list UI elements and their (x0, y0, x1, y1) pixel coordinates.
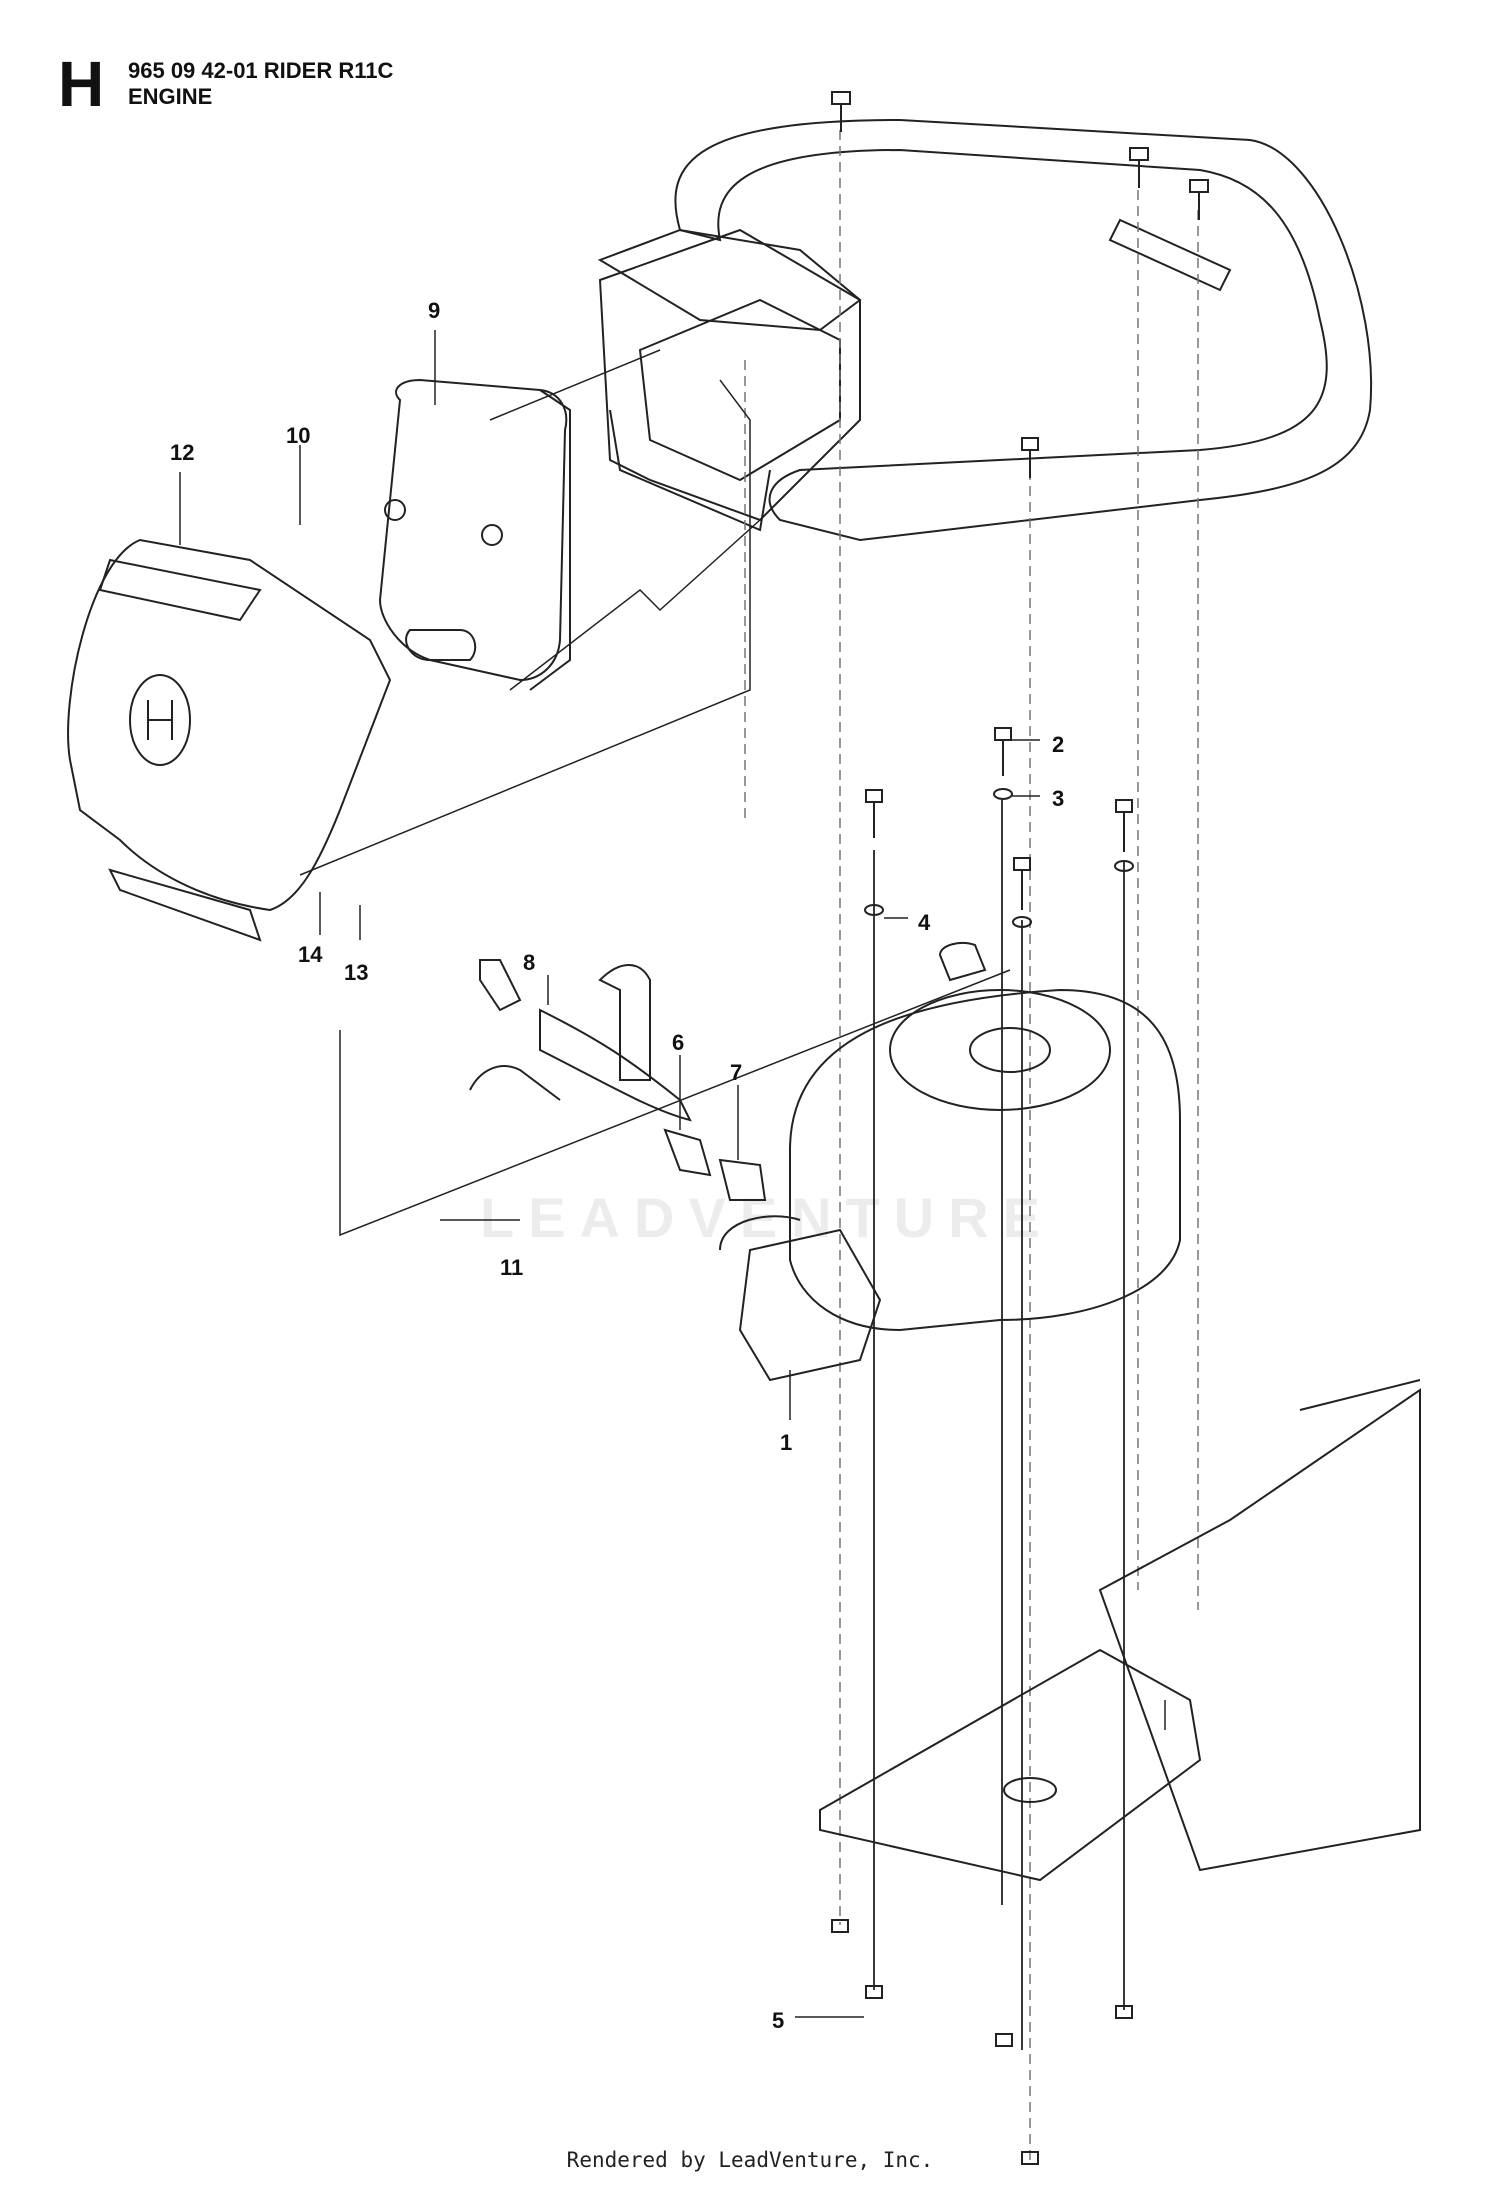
part-number-title: 965 09 42-01 RIDER R11C (128, 58, 394, 83)
callout-4: 4 (918, 910, 931, 935)
callout-1: 1 (780, 1430, 792, 1455)
callout-12: 12 (170, 440, 194, 465)
frame-handlebar (597, 118, 1373, 542)
chassis-plate (819, 1379, 1421, 1882)
callout-13: 13 (344, 960, 368, 985)
callout-9: 9 (428, 298, 440, 323)
callout-11: 11 (500, 1255, 523, 1280)
callout-5: 5 (772, 2008, 784, 2033)
alignment-lines (744, 130, 1199, 2160)
callout-labels: 1 2 3 4 5 6 7 8 9 10 11 12 13 14 (170, 298, 1064, 2033)
callout-14: 14 (298, 942, 323, 967)
washers-and-nuts (831, 788, 1134, 2165)
section-letter: H (58, 48, 105, 120)
footer-credit: Rendered by LeadVenture, Inc. (566, 2148, 934, 2172)
engine-shroud (67, 538, 392, 942)
leader-lines (179, 330, 1166, 2018)
bolt-lines (873, 800, 1125, 2050)
bolt-icons (831, 91, 1209, 910)
callout-6: 6 (672, 1030, 684, 1055)
callout-7: 7 (730, 1060, 742, 1085)
gaskets (663, 1128, 767, 1201)
engine (719, 942, 1181, 1382)
callout-10: 10 (286, 423, 310, 448)
callout-8: 8 (523, 950, 535, 975)
diagram-subtitle: ENGINE (128, 84, 213, 109)
diagram-title: 965 09 42-01 RIDER R11C ENGINE (128, 58, 393, 110)
mount-bracket (598, 228, 861, 532)
callout-2: 2 (1052, 732, 1064, 757)
callout-3: 3 (1052, 786, 1064, 811)
envelope-lines (299, 349, 1011, 1237)
air-filter-housing (378, 378, 571, 691)
exhaust-pipe (469, 959, 692, 1122)
